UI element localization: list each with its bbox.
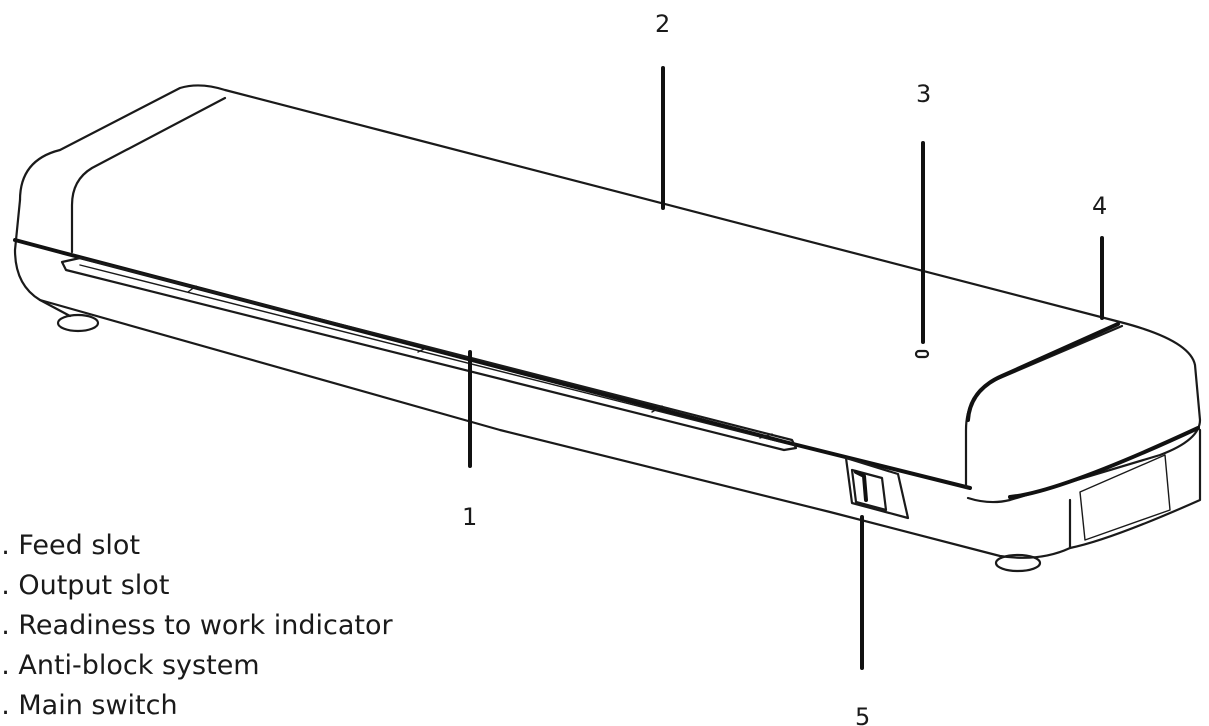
callout-3: 3 <box>916 80 931 108</box>
callout-2: 2 <box>655 10 670 38</box>
leader-lines <box>468 66 1104 670</box>
laminator-body <box>13 84 1202 573</box>
parts-legend: 1Feed slot 2Output slot 3Readiness to wo… <box>0 526 393 726</box>
feed-tray-inner <box>79 264 781 443</box>
right-end-cap-edge <box>966 322 1120 422</box>
feed-slot-tray <box>60 256 798 452</box>
right-lower-block <box>1068 428 1202 550</box>
callout-1: 1 <box>462 503 477 531</box>
top-surface <box>18 84 1202 504</box>
feed-tray-outline <box>60 256 798 452</box>
legend-item-indicator: 3Readiness to work indicator <box>0 606 393 646</box>
feed-tray-guide <box>187 285 773 439</box>
seam-line <box>13 238 972 490</box>
right-end-cap <box>964 324 1124 490</box>
seam-line-right <box>1008 426 1200 499</box>
legend-item-feed-slot: 1Feed slot <box>0 526 393 566</box>
right-lower-recess <box>1079 454 1171 541</box>
right-foot <box>994 553 1042 573</box>
legend-item-output-slot: 2Output slot <box>0 566 393 606</box>
left-end-cap <box>70 96 227 254</box>
front-face <box>38 298 1072 559</box>
legend-item-main-switch: 5Main switch <box>0 686 393 726</box>
indicator-light-icon <box>914 349 930 359</box>
main-switch-icon <box>844 456 910 520</box>
callout-4: 4 <box>1092 192 1107 220</box>
left-foot <box>56 313 100 333</box>
callout-5: 5 <box>855 703 870 726</box>
left-end-lower <box>13 198 72 318</box>
legend-item-anti-block: 4Anti-block system <box>0 646 393 686</box>
